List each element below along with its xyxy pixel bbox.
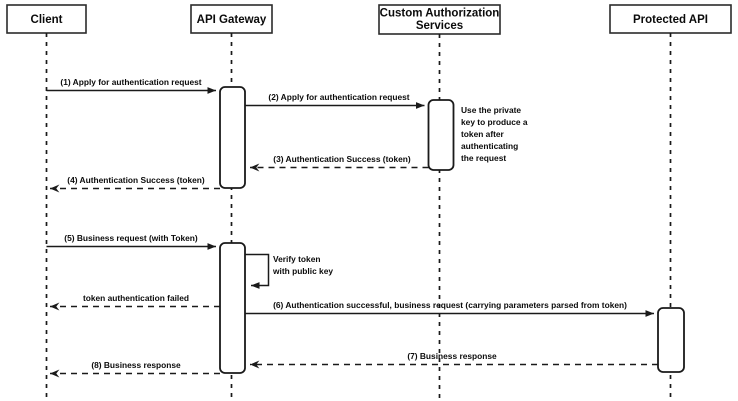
message-self-verify-token-label-line1: Verify token xyxy=(273,254,320,264)
note-private-key-line-2: key to produce a xyxy=(461,117,528,127)
note-private-key-line-1: Use the private xyxy=(461,105,521,115)
participant-label-client: Client xyxy=(31,14,63,26)
message-3[interactable]: (3) Authentication Success (token) xyxy=(249,154,429,172)
message-6-label: (6) Authentication successful, business … xyxy=(273,300,627,310)
message-2[interactable]: (2) Apply for authentication request xyxy=(245,92,425,109)
message-5-label: (5) Business request (with Token) xyxy=(64,233,198,243)
activation-api-gateway-1 xyxy=(219,86,246,189)
participant-api-gateway[interactable]: API Gateway xyxy=(190,4,273,34)
note-private-key-line-3: token after xyxy=(461,129,505,139)
participant-box-protected-api xyxy=(609,4,732,34)
message-self-verify-token-line xyxy=(245,253,270,289)
message-8[interactable]: (8) Business response xyxy=(49,360,220,378)
activation-protected-api-1 xyxy=(657,307,685,373)
message-1-label: (1) Apply for authentication request xyxy=(60,77,201,87)
activation-api-gateway-2 xyxy=(219,242,246,374)
activation-auth-service-1 xyxy=(427,99,455,171)
note-private-key-line-4: authenticating xyxy=(461,141,518,151)
participant-protected-api[interactable]: Protected API xyxy=(609,4,732,34)
message-token-authentication-failed[interactable]: token authentication failed xyxy=(49,293,220,311)
participant-label-protected-api: Protected API xyxy=(633,14,708,26)
message-3-label: (3) Authentication Success (token) xyxy=(273,154,411,164)
message-6[interactable]: (6) Authentication successful, business … xyxy=(245,300,654,317)
participant-auth-service[interactable]: Custom Authorization Services xyxy=(378,4,501,35)
participant-label-auth-service-line1: Custom Authorization xyxy=(380,8,500,20)
message-self-verify-token-label-line2: with public key xyxy=(272,266,333,276)
message-4-label: (4) Authentication Success (token) xyxy=(67,175,205,185)
message-7[interactable]: (7) Business response xyxy=(249,351,658,369)
message-2-label: (2) Apply for authentication request xyxy=(268,92,409,102)
note-private-key-line-5: the request xyxy=(461,153,506,163)
participant-client[interactable]: Client xyxy=(6,4,87,34)
participant-label-auth-service-line2: Services xyxy=(416,20,463,32)
message-5[interactable]: (5) Business request (with Token) xyxy=(46,233,217,250)
participant-label-api-gateway: API Gateway xyxy=(197,14,267,26)
message-7-label: (7) Business response xyxy=(407,351,497,361)
message-1[interactable]: (1) Apply for authentication request xyxy=(46,77,217,94)
message-4[interactable]: (4) Authentication Success (token) xyxy=(49,175,220,193)
message-self-verify-token[interactable]: Verify token with public key xyxy=(245,253,333,289)
note-private-key: Use the private key to produce a token a… xyxy=(461,105,528,163)
message-8-label: (8) Business response xyxy=(91,360,181,370)
message-token-authentication-failed-label: token authentication failed xyxy=(83,293,189,303)
